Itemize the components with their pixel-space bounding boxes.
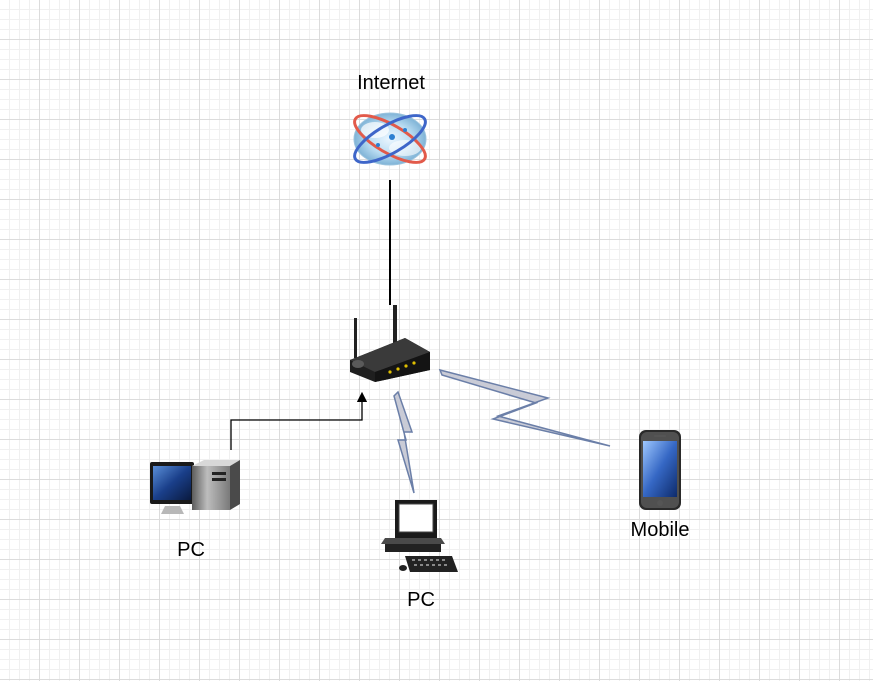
internet-label: Internet: [357, 72, 425, 94]
router-pc-wireless-link[interactable]: [393, 390, 415, 494]
globe-cloud-icon[interactable]: [348, 107, 431, 171]
workstation-computer-icon[interactable]: [381, 500, 458, 572]
pc-wireless-label: PC: [407, 589, 435, 611]
pc-router-link[interactable]: [230, 391, 368, 450]
pc-wired-label: PC: [177, 539, 205, 561]
desktop-computer-icon[interactable]: [150, 460, 240, 514]
router-mobile-wireless-link[interactable]: [438, 368, 611, 447]
mobile-label: Mobile: [630, 519, 690, 541]
wireless-router-icon[interactable]: [350, 305, 430, 382]
smartphone-icon[interactable]: [639, 430, 681, 510]
